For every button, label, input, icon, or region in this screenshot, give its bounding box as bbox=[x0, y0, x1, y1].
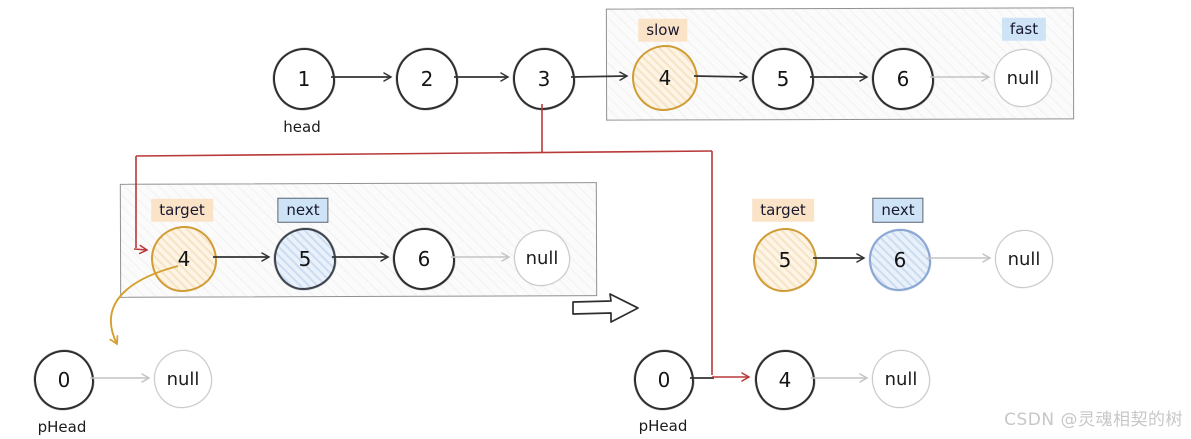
node-4-target: 4 bbox=[151, 226, 217, 292]
phead-label: pHead bbox=[37, 418, 87, 436]
node-4-inserted: 4 bbox=[755, 350, 815, 410]
node-6: 6 bbox=[393, 228, 455, 290]
node-6-next: 6 bbox=[869, 229, 931, 291]
node-null: null bbox=[154, 350, 212, 408]
node-4-slow: 4 bbox=[632, 45, 698, 111]
watermark: CSDN @灵魂相契的树 bbox=[1004, 410, 1183, 430]
node-null: null bbox=[872, 350, 930, 408]
next-pointer-tag: next bbox=[872, 197, 924, 223]
node-0-phead: 0 bbox=[634, 350, 694, 410]
node-1: 1 bbox=[273, 48, 335, 110]
node-5: 5 bbox=[752, 48, 814, 110]
target-pointer-tag: target bbox=[151, 198, 213, 222]
node-5-next: 5 bbox=[274, 228, 336, 290]
node-null: null bbox=[995, 230, 1053, 288]
node-6: 6 bbox=[872, 48, 934, 110]
head-label: head bbox=[283, 118, 321, 136]
phead-label: pHead bbox=[638, 417, 688, 435]
slow-pointer-tag: slow bbox=[638, 18, 688, 42]
next-pointer-tag: next bbox=[277, 197, 329, 223]
node-2: 2 bbox=[396, 48, 458, 110]
node-null-fast: null bbox=[994, 49, 1052, 107]
transform-arrow-icon bbox=[572, 293, 639, 323]
fast-pointer-tag: fast bbox=[1001, 17, 1047, 41]
node-5-target: 5 bbox=[753, 228, 817, 292]
node-0-phead: 0 bbox=[34, 350, 94, 410]
node-3: 3 bbox=[513, 48, 575, 110]
target-pointer-tag: target bbox=[752, 198, 814, 222]
node-null: null bbox=[514, 230, 570, 286]
